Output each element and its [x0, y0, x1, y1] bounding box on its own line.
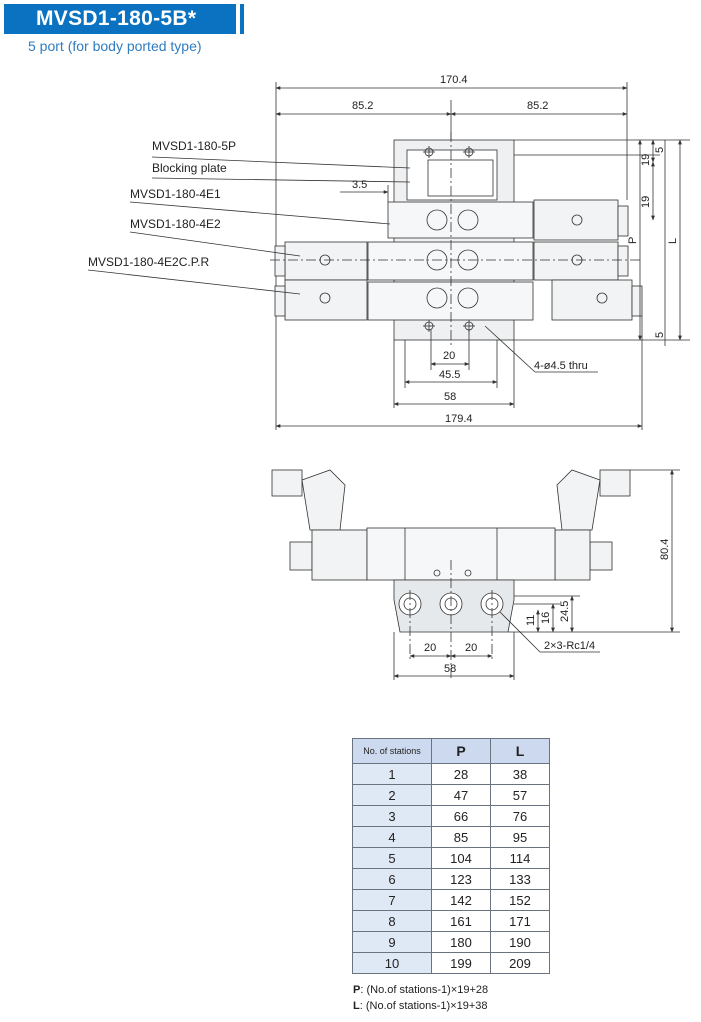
cell-stations: 7 — [352, 889, 432, 911]
top-view — [87, 82, 690, 430]
dim-half-left: 85.2 — [352, 100, 373, 112]
header-stations: No. of stations — [352, 738, 432, 764]
cell-p: 66 — [431, 805, 491, 827]
callout-4e2: MVSD1-180-4E2 — [130, 217, 221, 231]
callout-4e2cpr: MVSD1-180-4E2C.P.R — [88, 255, 210, 269]
dim-p: P — [627, 237, 639, 244]
formula-l-text: : (No.of stations-1)×19+38 — [359, 1000, 488, 1012]
cell-l: 57 — [490, 784, 550, 806]
formula-l: L: (No.of stations-1)×19+38 — [353, 1000, 488, 1012]
formula-p: P: (No.of stations-1)×19+28 — [353, 984, 488, 996]
cell-p: 123 — [431, 868, 491, 890]
dim-h11: 11 — [525, 615, 537, 626]
cell-p: 47 — [431, 784, 491, 806]
cell-p: 180 — [431, 931, 491, 953]
cell-stations: 6 — [352, 868, 432, 890]
dim-front-w58: 58 — [444, 663, 456, 675]
cell-p: 104 — [431, 847, 491, 869]
cell-stations: 8 — [352, 910, 432, 932]
cell-p: 199 — [431, 952, 491, 974]
dim-offset: 3.5 — [352, 179, 367, 191]
cell-p: 142 — [431, 889, 491, 911]
formula-p-text: : (No.of stations-1)×19+28 — [360, 984, 489, 996]
header-l: L — [490, 738, 550, 764]
cell-l: 38 — [490, 763, 550, 785]
formula-l-key: L — [353, 1000, 360, 1012]
dim-h24: 24.5 — [559, 601, 571, 622]
cell-stations: 4 — [352, 826, 432, 848]
dim-l: L — [667, 238, 679, 244]
dim-p20b: 20 — [465, 642, 477, 654]
dim-bottom5: 5 — [654, 332, 666, 338]
cell-l: 76 — [490, 805, 550, 827]
dim-overall: 170.4 — [440, 74, 468, 86]
cell-l: 95 — [490, 826, 550, 848]
dim-w45: 45.5 — [439, 369, 460, 381]
dim-w20: 20 — [443, 350, 455, 362]
cell-stations: 1 — [352, 763, 432, 785]
cell-l: 171 — [490, 910, 550, 932]
page-subtitle: 5 port (for body ported type) — [28, 38, 202, 54]
cell-p: 161 — [431, 910, 491, 932]
cell-stations: 2 — [352, 784, 432, 806]
dim-port-note: 2×3-Rc1/4 — [544, 640, 595, 652]
callout-4e1: MVSD1-180-4E1 — [130, 187, 221, 201]
cell-stations: 3 — [352, 805, 432, 827]
top-view-labels: MVSD1-180-5P Blocking plate MVSD1-180-4E… — [88, 74, 679, 425]
front-view-labels: 80.4 24.5 16 11 20 20 58 2×3-Rc1/4 — [424, 539, 671, 675]
dim-total: 179.4 — [445, 413, 473, 425]
cell-p: 28 — [431, 763, 491, 785]
cell-l: 114 — [490, 847, 550, 869]
dim-p20a: 20 — [424, 642, 436, 654]
dim-half-right: 85.2 — [527, 100, 548, 112]
front-view — [271, 469, 680, 680]
page-title: MVSD1-180-5B* — [4, 4, 244, 34]
dim-v1: 19 — [640, 154, 652, 166]
callout-manifold: MVSD1-180-5P — [152, 139, 236, 153]
dim-v2: 19 — [640, 196, 652, 208]
cell-l: 133 — [490, 868, 550, 890]
dim-hole-note: 4-ø4.5 thru — [534, 360, 588, 372]
cell-stations: 10 — [352, 952, 432, 974]
callout-blocking-plate: Blocking plate — [152, 161, 227, 175]
cell-stations: 5 — [352, 847, 432, 869]
dim-h16: 16 — [540, 612, 552, 624]
cell-p: 85 — [431, 826, 491, 848]
cell-l: 209 — [490, 952, 550, 974]
dim-w58: 58 — [444, 391, 456, 403]
formula-p-key: P — [353, 984, 361, 996]
cell-stations: 9 — [352, 931, 432, 953]
dim-height: 80.4 — [659, 539, 671, 560]
dim-top5: 5 — [654, 147, 666, 153]
header-p: P — [431, 738, 491, 764]
cell-l: 190 — [490, 931, 550, 953]
table-header-row: No. of stations P L — [352, 738, 550, 764]
cell-l: 152 — [490, 889, 550, 911]
